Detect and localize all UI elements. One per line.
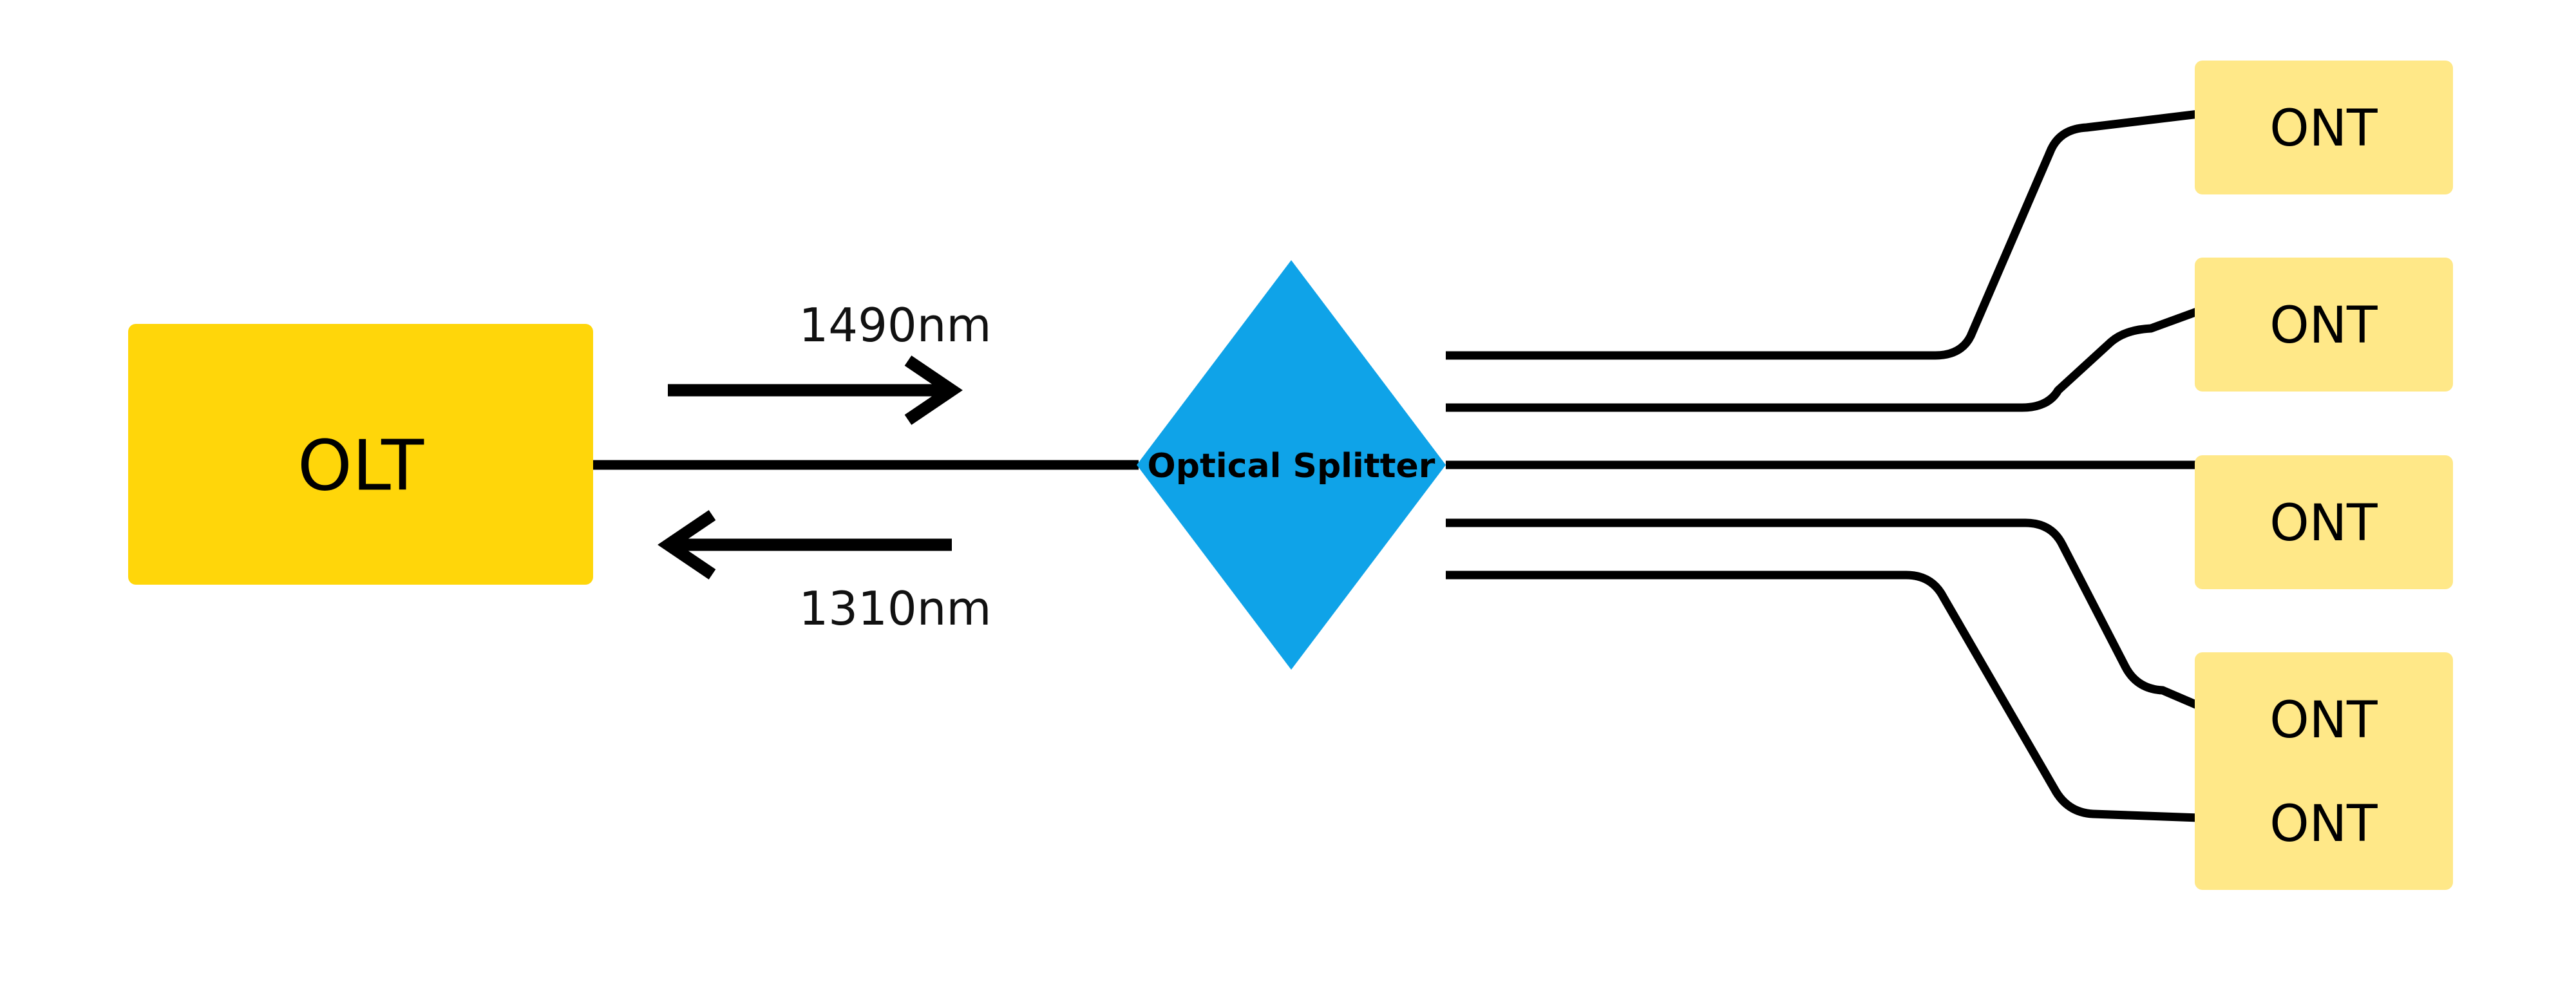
ont-label-5: ONT: [2269, 795, 2378, 853]
ont-box-1[interactable]: [2195, 61, 2453, 194]
ont-node-5[interactable]: ONT: [2195, 756, 2453, 890]
upstream-wavelength-label: 1310nm: [799, 581, 991, 636]
ont-node-1[interactable]: ONT: [2195, 61, 2453, 194]
downstream-arrow-head-icon: [904, 355, 963, 425]
fiber-link-to-ont-1: [1446, 109, 2199, 360]
distribution-fiber-group: [1446, 109, 2201, 822]
olt-label: OLT: [298, 426, 424, 507]
olt-box[interactable]: [128, 324, 593, 585]
downstream-wavelength-label: 1490nm: [799, 298, 991, 352]
fiber-link-to-ont-5: [1446, 571, 2199, 822]
fiber-link-to-ont-2: [1446, 307, 2201, 412]
optical-splitter-label: Optical Splitter: [1148, 447, 1435, 486]
fiber-link-to-ont-4: [1446, 518, 2201, 710]
ont-box-4[interactable]: [2195, 652, 2453, 786]
ont-label-1: ONT: [2269, 100, 2378, 158]
ont-node-2[interactable]: ONT: [2195, 258, 2453, 392]
upstream-arrow-group: 1310nm: [658, 510, 992, 636]
ont-label-4: ONT: [2269, 692, 2378, 750]
ont-label-2: ONT: [2269, 297, 2378, 355]
upstream-arrow-head-icon: [658, 510, 716, 580]
ont-node-4[interactable]: ONT: [2195, 652, 2453, 786]
ont-node-3[interactable]: ONT: [2195, 455, 2453, 589]
ont-box-3[interactable]: [2195, 455, 2453, 589]
ont-box-5[interactable]: [2195, 756, 2453, 890]
ont-box-2[interactable]: [2195, 258, 2453, 392]
downstream-arrow-group: 1490nm: [668, 298, 992, 425]
ont-label-3: ONT: [2269, 495, 2378, 552]
optical-splitter-node[interactable]: Optical Splitter: [1137, 260, 1446, 670]
olt-node[interactable]: OLT: [128, 324, 593, 585]
optical-splitter-diamond-shape[interactable]: [1137, 260, 1446, 670]
